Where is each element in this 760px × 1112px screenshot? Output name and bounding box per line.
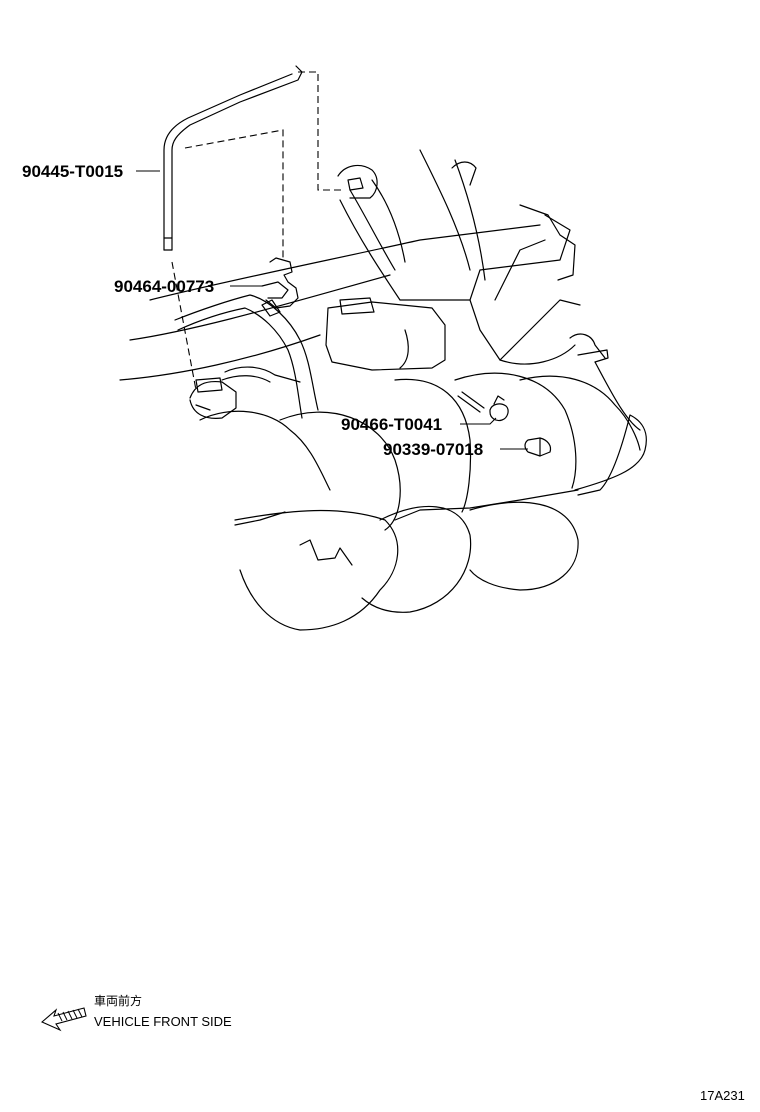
label-hose: 90445-T0015 [22, 162, 123, 181]
clamp-90464-00773 [261, 257, 299, 317]
hose-90445-t0015 [163, 65, 303, 251]
label-clamp-lower: 90466-T0041 [341, 415, 442, 434]
clamp-90466-t0041 [457, 391, 509, 422]
vehicle-front-english: VEHICLE FRONT SIDE [94, 1014, 232, 1029]
intake-manifold-illustration [119, 149, 647, 631]
left-arrow-icon [40, 1007, 87, 1032]
figure-code: 17A231 [700, 1088, 745, 1103]
label-plug: 90339-07018 [383, 440, 483, 459]
leader-lines [136, 170, 528, 450]
routing-dashed-lines [171, 71, 342, 391]
vehicle-front-japanese: 車両前方 [94, 993, 142, 1008]
vehicle-front-indicator: 車両前方 VEHICLE FRONT SIDE [40, 993, 232, 1032]
label-clamp-upper: 90464-00773 [114, 277, 214, 296]
plug-90339-07018 [524, 437, 552, 457]
